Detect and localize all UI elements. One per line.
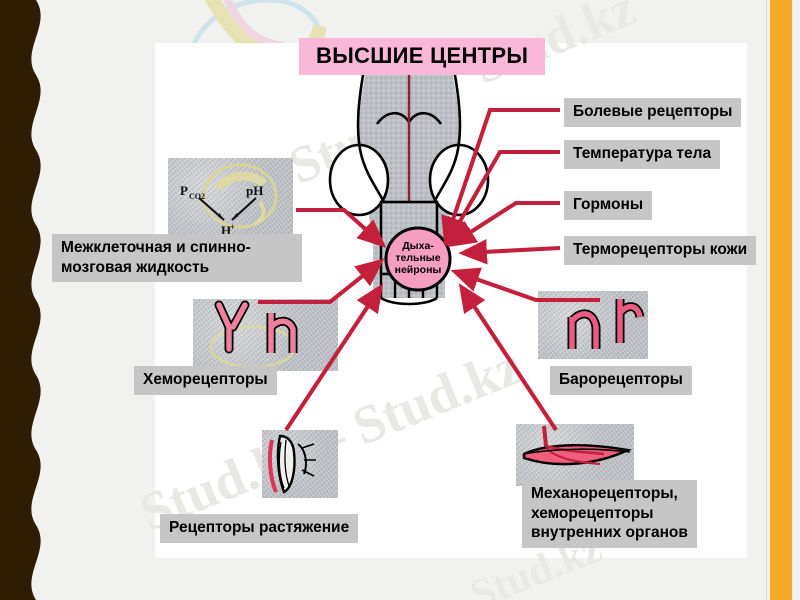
- photo-visceral-organs: [516, 424, 634, 486]
- photo-baroreceptors: [538, 291, 648, 359]
- respiratory-neurons-line2: тельные: [395, 252, 441, 265]
- label-hormones: Гормоны: [564, 191, 653, 220]
- photo-csf-chemistry: P CO2 pH H +: [168, 158, 293, 240]
- pco2-label: P: [180, 183, 188, 198]
- label-visceral-receptors: Механорецепторы, хеморецепторы внутренни…: [522, 480, 697, 548]
- respiratory-neurons-line1: Дыха-: [402, 240, 434, 253]
- label-body-temperature: Температура тела: [564, 140, 721, 169]
- label-interstitial-fluid: Межклеточная и спинно- мозговая жидкость: [52, 234, 302, 283]
- label-baroreceptors: Барорецепторы: [550, 366, 692, 395]
- ph-label: pH: [246, 183, 263, 198]
- label-pain-receptors: Болевые рецепторы: [564, 98, 742, 127]
- h-ion-superscript: +: [230, 222, 235, 232]
- respiratory-neurons-line3: нейроны: [394, 263, 442, 276]
- photo-chemoreceptors: [193, 299, 338, 371]
- pco2-subscript: CO2: [189, 192, 205, 201]
- h-ion-label: H: [221, 223, 231, 238]
- label-skin-thermoreceptors: Терморецепторы кожи: [564, 236, 757, 265]
- label-stretch-receptors: Рецепторы растяжение: [160, 514, 359, 543]
- right-divider: [766, 0, 767, 600]
- page-title: ВЫСШИЕ ЦЕНТРЫ: [299, 38, 546, 75]
- respiratory-neurons-node: Дыха- тельные нейроны: [383, 225, 453, 293]
- photo-stretch-receptors: [262, 430, 338, 498]
- left-wave-border: [0, 0, 41, 600]
- label-chemoreceptors: Хеморецепторы: [134, 366, 277, 395]
- right-accent-bar: [770, 0, 792, 600]
